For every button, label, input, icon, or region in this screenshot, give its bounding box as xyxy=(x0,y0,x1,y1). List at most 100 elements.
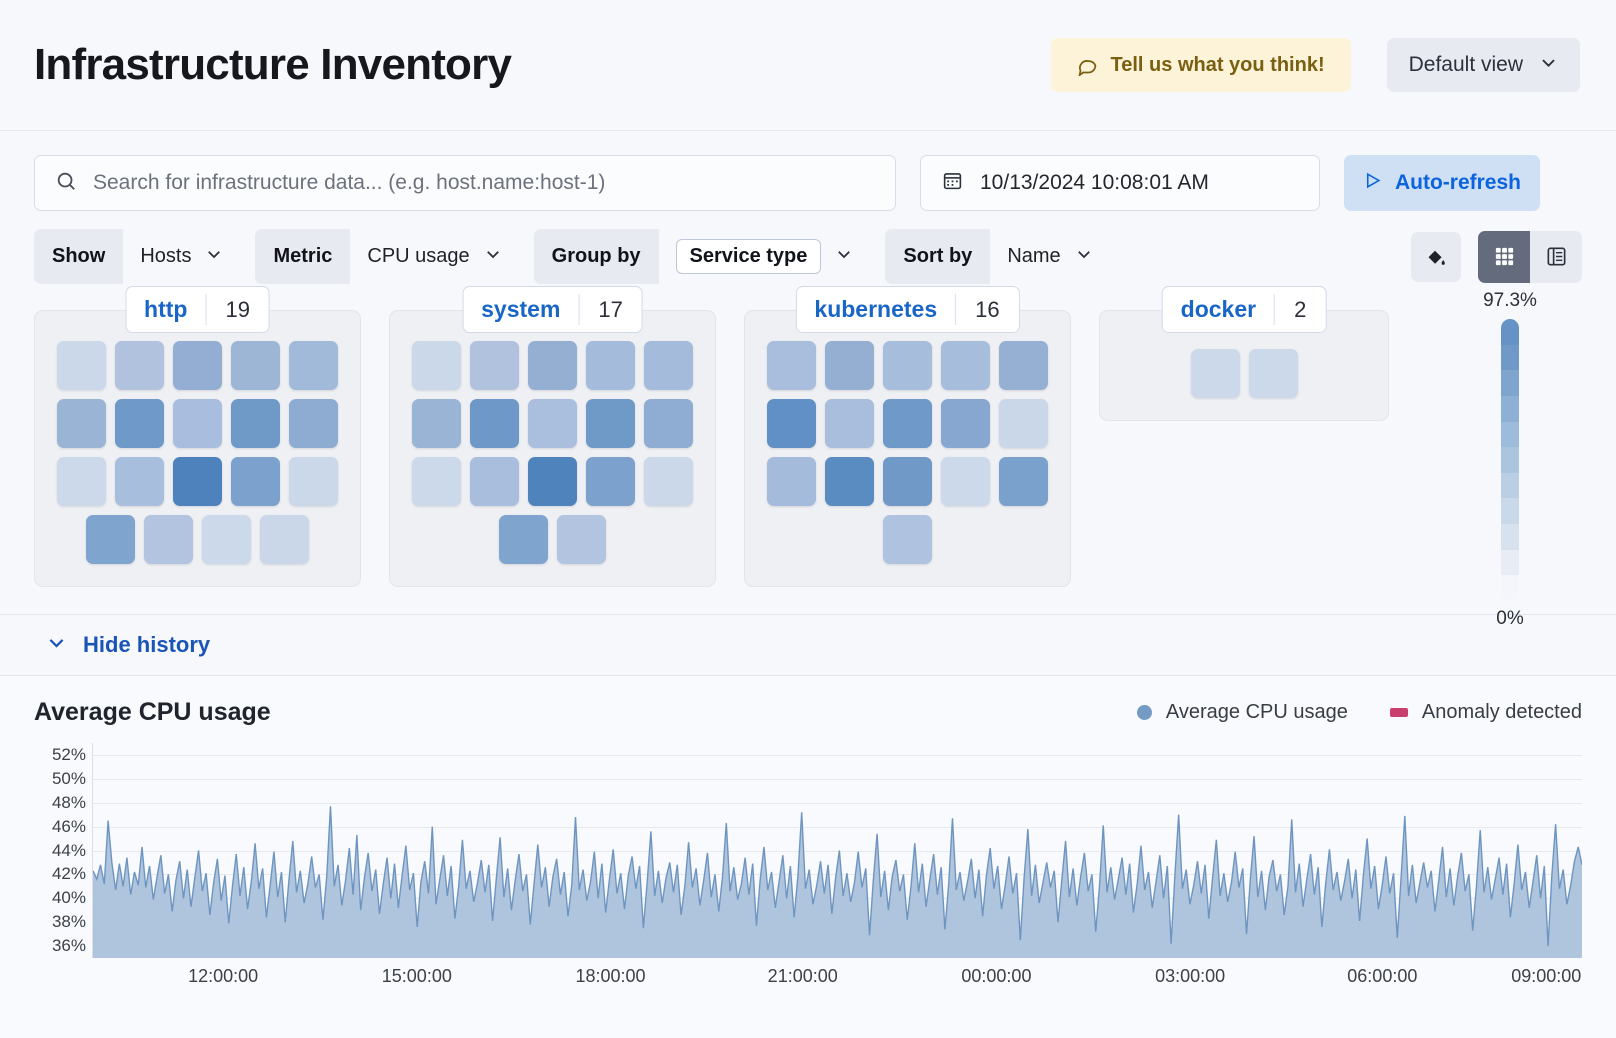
heatmap-cell[interactable] xyxy=(260,515,309,564)
heatmap-row xyxy=(767,399,1048,448)
heatmap-cell[interactable] xyxy=(767,457,816,506)
chart-plot[interactable] xyxy=(92,743,1582,958)
y-tick-label: 40% xyxy=(51,888,86,908)
heatmap-cell[interactable] xyxy=(173,399,222,448)
heatmap-cell[interactable] xyxy=(144,515,193,564)
filter-sort-by-value-text: Name xyxy=(1007,245,1061,267)
heatmap-cell[interactable] xyxy=(767,341,816,390)
heatmap-cell[interactable] xyxy=(825,399,874,448)
group-name[interactable]: http xyxy=(144,296,188,322)
heatmap-cell[interactable] xyxy=(1190,349,1240,398)
filter-group-by[interactable]: Group by Service type xyxy=(533,229,871,284)
legend-dot-icon xyxy=(1136,705,1152,720)
table-view-icon[interactable] xyxy=(1530,230,1582,283)
group-name[interactable]: system xyxy=(481,296,561,322)
heatmap-cell[interactable] xyxy=(557,515,606,564)
legend-step xyxy=(1501,421,1519,448)
group-name[interactable]: docker xyxy=(1180,296,1257,322)
heatmap-cell[interactable] xyxy=(883,457,932,506)
heatmap-cell[interactable] xyxy=(231,457,280,506)
heatmap-cell[interactable] xyxy=(412,399,461,448)
heatmap-cell[interactable] xyxy=(883,341,932,390)
heatmap-cell[interactable] xyxy=(412,341,461,390)
heatmap-row xyxy=(767,457,1048,506)
heatmap-cell[interactable] xyxy=(1248,349,1298,398)
heatmap-cell[interactable] xyxy=(528,457,577,506)
filter-sort-by-value[interactable]: Name xyxy=(990,229,1109,284)
heatmap-cell[interactable] xyxy=(883,515,932,564)
heatmap-cell[interactable] xyxy=(999,457,1048,506)
heatmap-cell[interactable] xyxy=(767,399,816,448)
heatmap-row xyxy=(412,457,693,506)
heatmap-cell[interactable] xyxy=(231,399,280,448)
grid-view-icon[interactable] xyxy=(1478,230,1530,283)
heatmap-cell[interactable] xyxy=(941,457,990,506)
heatmap-cell[interactable] xyxy=(289,457,338,506)
color-fill-icon[interactable] xyxy=(1411,231,1461,282)
heatmap-cell[interactable] xyxy=(999,341,1048,390)
heatmap-cell[interactable] xyxy=(499,515,548,564)
heatmap-cell[interactable] xyxy=(941,341,990,390)
filter-show-label: Show xyxy=(34,229,124,284)
view-selector-button[interactable]: Default view xyxy=(1386,38,1580,92)
heatmap-cell[interactable] xyxy=(883,399,932,448)
heatmap-cell[interactable] xyxy=(115,399,164,448)
heatmap-cell[interactable] xyxy=(941,399,990,448)
filter-show-value[interactable]: Hosts xyxy=(123,229,240,284)
heatmap-cell[interactable] xyxy=(644,399,693,448)
heatmap-cell[interactable] xyxy=(231,341,280,390)
heatmap-cell[interactable] xyxy=(644,341,693,390)
heatmap-cell[interactable] xyxy=(586,457,635,506)
heatmap-cell[interactable] xyxy=(999,399,1048,448)
history-toggle-bar: Hide history xyxy=(0,614,1616,676)
heatmap-cell[interactable] xyxy=(528,399,577,448)
legend-label-average: Average CPU usage xyxy=(1165,701,1348,723)
heatmap-cell[interactable] xyxy=(470,457,519,506)
filter-sort-by[interactable]: Sort by Name xyxy=(885,229,1109,284)
heatmap-cell[interactable] xyxy=(412,457,461,506)
hide-history-button[interactable]: Hide history xyxy=(46,632,210,659)
y-tick-label: 50% xyxy=(51,768,86,788)
heatmap-cell[interactable] xyxy=(470,341,519,390)
heatmap-cell[interactable] xyxy=(289,341,338,390)
heatmap-cell[interactable] xyxy=(825,341,874,390)
heatmap-cell[interactable] xyxy=(528,341,577,390)
heatmap-cell[interactable] xyxy=(57,399,106,448)
heatmap-cell[interactable] xyxy=(173,341,222,390)
filter-group-by-value[interactable]: Service type xyxy=(659,229,871,284)
heatmap-cell[interactable] xyxy=(115,341,164,390)
heatmap-cell[interactable] xyxy=(586,341,635,390)
heatmap-cell[interactable] xyxy=(470,399,519,448)
heatmap-cell[interactable] xyxy=(289,399,338,448)
chevron-down-icon xyxy=(835,245,853,269)
heatmap-cell[interactable] xyxy=(86,515,135,564)
heatmap-row xyxy=(57,341,338,390)
filter-show[interactable]: Show Hosts xyxy=(34,229,240,284)
heatmap-cell[interactable] xyxy=(57,457,106,506)
group-body-http xyxy=(34,310,361,587)
filter-metric[interactable]: Metric CPU usage xyxy=(255,229,518,284)
heatmap-cell[interactable] xyxy=(173,457,222,506)
color-legend: 97.3% 0% xyxy=(1450,290,1570,630)
x-tick-label: 09:00:00 xyxy=(1511,966,1582,986)
date-picker[interactable]: 10/13/2024 10:08:01 AM xyxy=(920,155,1320,211)
auto-refresh-button[interactable]: Auto-refresh xyxy=(1344,155,1540,211)
heatmap-cell[interactable] xyxy=(202,515,251,564)
grid-line xyxy=(93,826,1582,828)
group-name[interactable]: kubernetes xyxy=(814,296,938,322)
heatmap-cell[interactable] xyxy=(644,457,693,506)
heatmap-cell[interactable] xyxy=(115,457,164,506)
heatmap-cell[interactable] xyxy=(825,457,874,506)
heatmap-cell[interactable] xyxy=(586,399,635,448)
cpu-usage-area-chart xyxy=(93,743,1582,958)
search-input[interactable]: Search for infrastructure data... (e.g. … xyxy=(34,155,896,211)
heatmap-cell[interactable] xyxy=(57,341,106,390)
filter-metric-value[interactable]: CPU usage xyxy=(350,229,518,284)
feedback-button[interactable]: Tell us what you think! xyxy=(1050,38,1351,92)
filter-metric-label: Metric xyxy=(255,229,351,284)
